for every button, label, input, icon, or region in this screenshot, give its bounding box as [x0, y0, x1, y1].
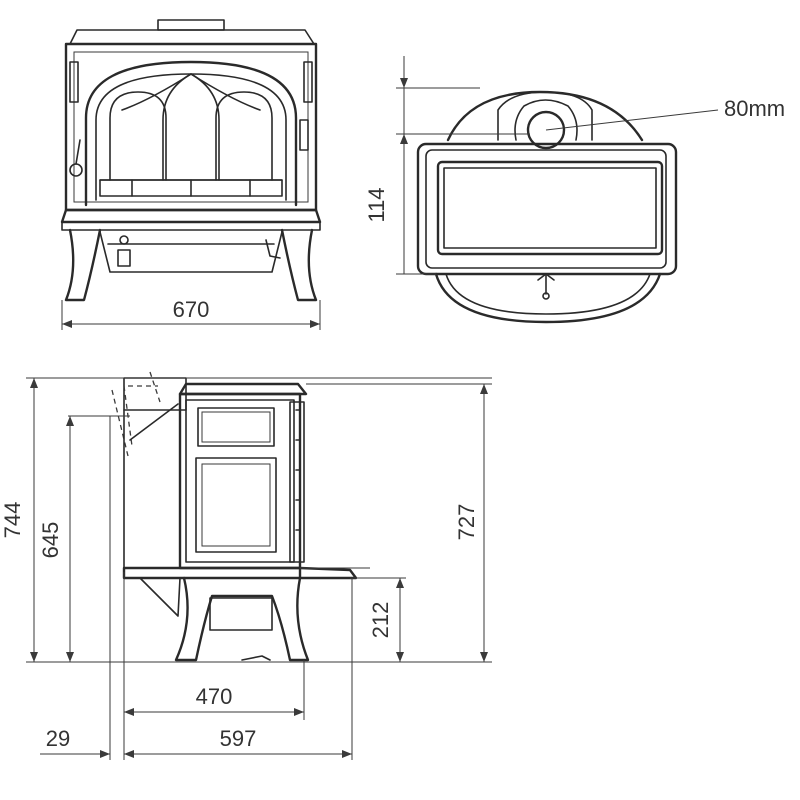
top-height-label: 727 — [454, 504, 479, 541]
leg-depth-label: 470 — [196, 684, 233, 709]
total-height-label: 744 — [0, 502, 25, 539]
front-view — [60, 19, 322, 330]
front-width-label: 670 — [173, 297, 210, 322]
flue-center-height-label: 645 — [38, 522, 63, 559]
total-depth-label: 597 — [220, 726, 257, 751]
side-view — [26, 371, 492, 760]
top-depth-label: 114 — [364, 187, 389, 222]
top-view — [396, 56, 719, 324]
ash-shelf-height-label: 212 — [368, 602, 393, 639]
wall-offset-label: 29 — [46, 726, 70, 751]
flue-diameter-label: 80mm — [724, 96, 785, 121]
